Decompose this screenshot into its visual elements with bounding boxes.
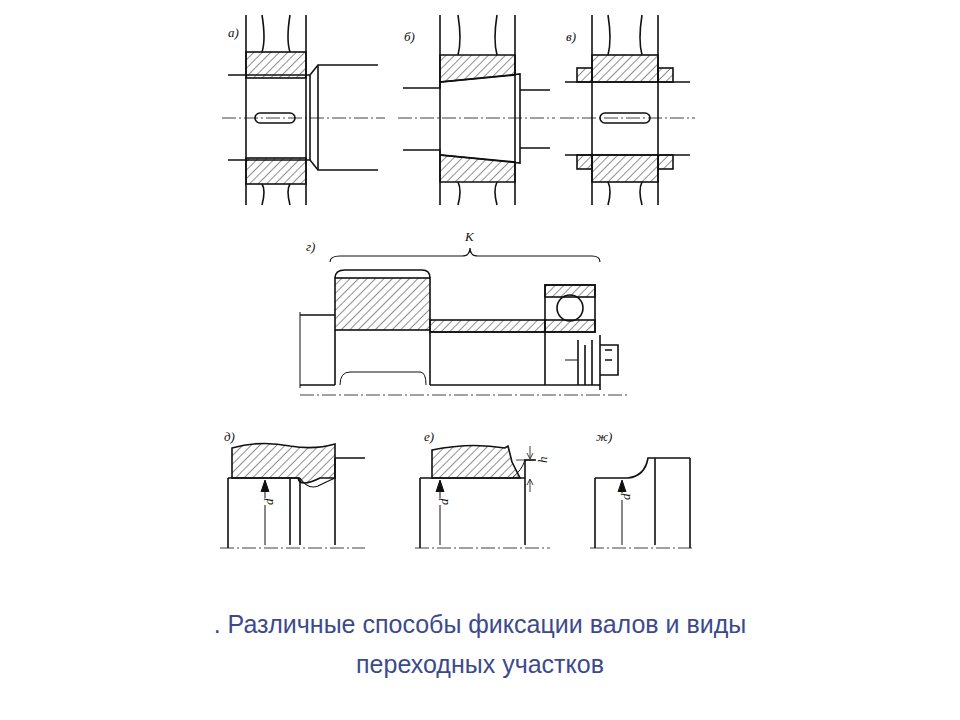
panel-label: г) bbox=[306, 240, 315, 253]
panel-e bbox=[220, 443, 365, 548]
panel-label: h bbox=[536, 457, 549, 464]
panel-a bbox=[222, 15, 385, 205]
panel-label: д) bbox=[224, 430, 235, 443]
panel-g bbox=[590, 458, 695, 548]
panel-label: d bbox=[619, 494, 632, 501]
panel-label: d bbox=[262, 499, 275, 506]
panel-f bbox=[415, 445, 550, 548]
panel-label: в) bbox=[566, 30, 576, 43]
panel-label: е) bbox=[424, 430, 434, 443]
panel-label: d bbox=[437, 499, 450, 506]
panel-b bbox=[398, 15, 555, 205]
panel-label: б) bbox=[404, 30, 415, 43]
panel-c bbox=[560, 15, 695, 205]
panel-label: ж) bbox=[596, 430, 612, 443]
panel-label: К bbox=[465, 230, 474, 243]
figure-caption: . Различные способы фиксации валов и вид… bbox=[150, 604, 810, 684]
panel-d bbox=[300, 248, 630, 395]
panel-label: а) bbox=[228, 26, 239, 39]
